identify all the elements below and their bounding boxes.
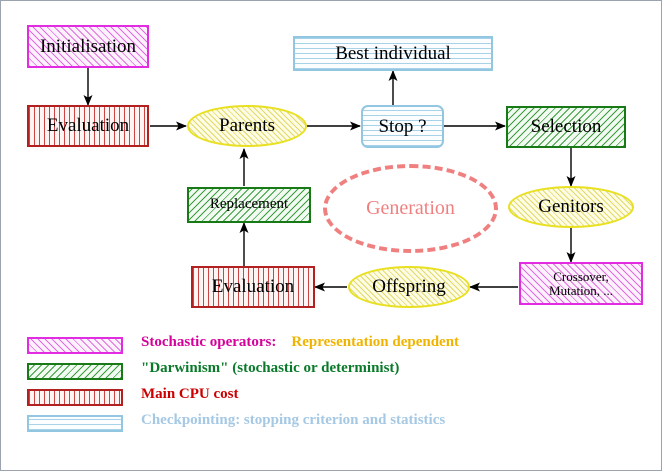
legend-text-secondary: Representation dependent [291,334,460,350]
node-best-individual-label: Best individual [335,42,451,64]
node-parents-label: Parents [219,115,275,137]
legend: Stochastic operators:__Representation de… [1,334,661,441]
node-best-individual[interactable]: Best individual [293,36,493,71]
node-parents[interactable]: Parents [187,105,307,147]
legend-row-stochastic-operators: Stochastic operators:__Representation de… [1,334,661,363]
legend-row-darwinism: "Darwinism" (stochastic or determinist) [1,360,661,389]
node-stop[interactable]: Stop ? [361,105,444,148]
node-initialisation-label: Initialisation [39,35,137,57]
node-generation-label: Generation [366,197,455,219]
legend-row-checkpointing: Checkpointing: stopping criterion and st… [1,412,661,441]
legend-text-checkpointing: Checkpointing: stopping criterion and st… [141,412,446,428]
legend-text-darwinism: "Darwinism" (stochastic or determinist) [141,360,400,376]
node-evaluation-bottom[interactable]: Evaluation [191,266,315,308]
node-initialisation[interactable]: Initialisation [27,25,149,68]
node-evaluation-top-label: Evaluation [46,115,130,137]
legend-row-main-cpu-cost: Main CPU cost [1,386,661,415]
legend-swatch-green-diagonal-hatch [27,363,123,380]
node-crossover-mutation-label: Crossover, Mutation, ... [549,268,613,298]
node-evaluation-top[interactable]: Evaluation [27,105,149,147]
node-evaluation-bottom-label: Evaluation [211,276,295,298]
node-selection[interactable]: Selection [506,106,626,148]
node-offspring[interactable]: Offspring [348,266,470,308]
node-genitors-label: Genitors [538,196,604,218]
node-stop-label: Stop ? [378,115,427,137]
legend-text-primary: Stochastic operators: [141,334,277,350]
legend-swatch-blue-horizontal-hatch [27,415,123,432]
legend-text-main-cpu-cost: Main CPU cost [141,386,239,402]
node-crossover-mutation[interactable]: Crossover, Mutation, ... [519,262,643,305]
node-genitors[interactable]: Genitors [508,186,634,228]
node-generation-group: Generation [323,164,498,253]
legend-text-stochastic-operators: Stochastic operators:__Representation de… [141,334,459,351]
legend-swatch-magenta-diagonal-hatch [27,337,123,354]
node-offspring-label: Offspring [372,276,446,298]
legend-swatch-red-vertical-hatch [27,389,123,406]
node-selection-label: Selection [530,116,602,138]
node-replacement-label: Replacement [209,196,289,213]
node-replacement[interactable]: Replacement [187,187,311,223]
